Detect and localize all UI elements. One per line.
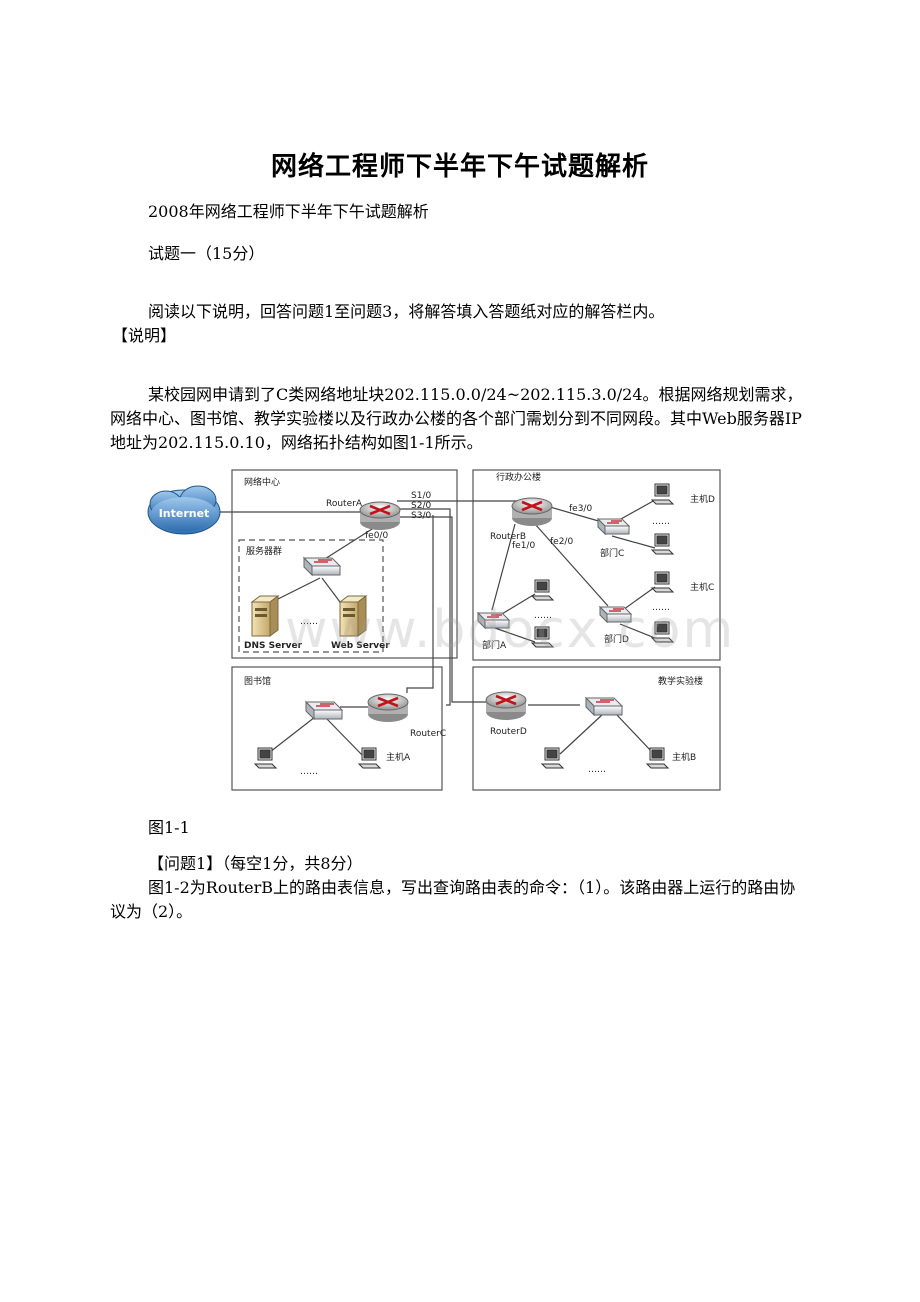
library-dots: …… <box>300 767 318 777</box>
fe20-label: fe2/0 <box>550 537 573 547</box>
lab-dots: …… <box>588 765 606 775</box>
network-topology-diagram: Internet <box>147 469 721 791</box>
dept-d-label: 部门D <box>604 633 629 645</box>
router-d-label: RouterD <box>490 727 527 737</box>
s10-label: S1/0 <box>411 491 431 501</box>
fe00-label: fe0/0 <box>365 531 388 541</box>
explain-label: 【说明】 <box>112 326 177 345</box>
host-d-label: 主机D <box>690 493 715 505</box>
router-b-label: RouterB <box>490 532 526 542</box>
switch-dept-a <box>476 611 511 630</box>
pc-c-2 <box>650 621 675 643</box>
pc-d-1 <box>650 483 675 505</box>
pc-lab-1 <box>540 747 565 769</box>
s30-label: S3/0 <box>411 511 431 521</box>
server-dots: …… <box>300 617 318 627</box>
description-paragraph: 某校园网申请到了C类网络地址块202.115.0.0/24~202.115.3.… <box>110 383 810 455</box>
library-box <box>231 666 443 791</box>
router-d <box>485 691 527 720</box>
description-text: 某校园网申请到了C类网络地址块202.115.0.0/24~202.115.3.… <box>110 385 803 452</box>
pc-a-1 <box>530 579 555 601</box>
dept-c-dots: …… <box>652 517 670 527</box>
lab-building-label: 教学实验楼 <box>658 675 703 687</box>
pc-d-2 <box>650 533 675 555</box>
admin-building-box <box>472 469 721 661</box>
dept-c-label: 部门C <box>600 547 624 559</box>
switch-dept-d <box>598 605 633 624</box>
switch-dept-c <box>596 517 631 536</box>
net-center-label: 网络中心 <box>244 476 280 488</box>
admin-building-label: 行政办公楼 <box>496 471 541 483</box>
dns-server-icon <box>250 595 280 637</box>
router-b <box>511 497 553 526</box>
dept-a-dots: …… <box>534 611 552 621</box>
internet-label: Internet <box>159 507 210 520</box>
fe10-label: fe1/0 <box>512 541 535 551</box>
instruction-text: 阅读以下说明，回答问题1至问题3，将解答填入答题纸对应的解答栏内。 <box>148 302 665 321</box>
switch-server <box>302 556 342 577</box>
router-c-label: RouterC <box>410 729 446 739</box>
watermark: www.bdocx.com <box>285 600 736 660</box>
dns-server-label: DNS Server <box>244 641 303 651</box>
internet-cloud: Internet <box>147 485 221 535</box>
net-center-box <box>231 469 458 659</box>
switch-lab <box>584 696 624 717</box>
host-b-label: 主机B <box>672 751 696 763</box>
pc-lib-2 <box>357 747 382 769</box>
section-heading: 试题一（15分） <box>148 244 265 263</box>
pc-a-2 <box>530 626 555 648</box>
switch-library <box>304 700 344 721</box>
question-text: 图1-2为RouterB上的路由表信息，写出查询路由表的命令：（1）。该路由器上… <box>110 878 796 921</box>
pc-lab-2 <box>645 747 670 769</box>
question-title: 【问题1】（每空1分，共8分） <box>148 854 363 873</box>
question-paragraph: 图1-2为RouterB上的路由表信息，写出查询路由表的命令：（1）。该路由器上… <box>110 876 810 924</box>
pc-lib-1 <box>253 747 278 769</box>
web-server-icon <box>338 595 368 637</box>
lab-building-box <box>472 666 721 791</box>
dept-a-label: 部门A <box>482 639 507 651</box>
figure-caption: 图1-1 <box>148 818 190 837</box>
server-group-box <box>238 539 384 653</box>
host-a-label: 主机A <box>386 751 411 763</box>
web-server-label: Web Server <box>331 641 390 651</box>
router-a <box>359 501 401 530</box>
fe30-label: fe3/0 <box>569 504 592 514</box>
dept-d-dots: …… <box>652 603 670 613</box>
library-label: 图书馆 <box>244 675 271 687</box>
server-group-label: 服务器群 <box>246 545 282 557</box>
host-c-label: 主机C <box>690 581 714 593</box>
pc-c-1 <box>650 571 675 593</box>
subtitle: 2008年网络工程师下半年下午试题解析 <box>148 202 429 221</box>
s20-label: S2/0 <box>411 501 431 511</box>
document-title: 网络工程师下半年下午试题解析 <box>270 152 649 182</box>
router-a-label: RouterA <box>326 499 363 509</box>
router-c <box>367 693 409 722</box>
